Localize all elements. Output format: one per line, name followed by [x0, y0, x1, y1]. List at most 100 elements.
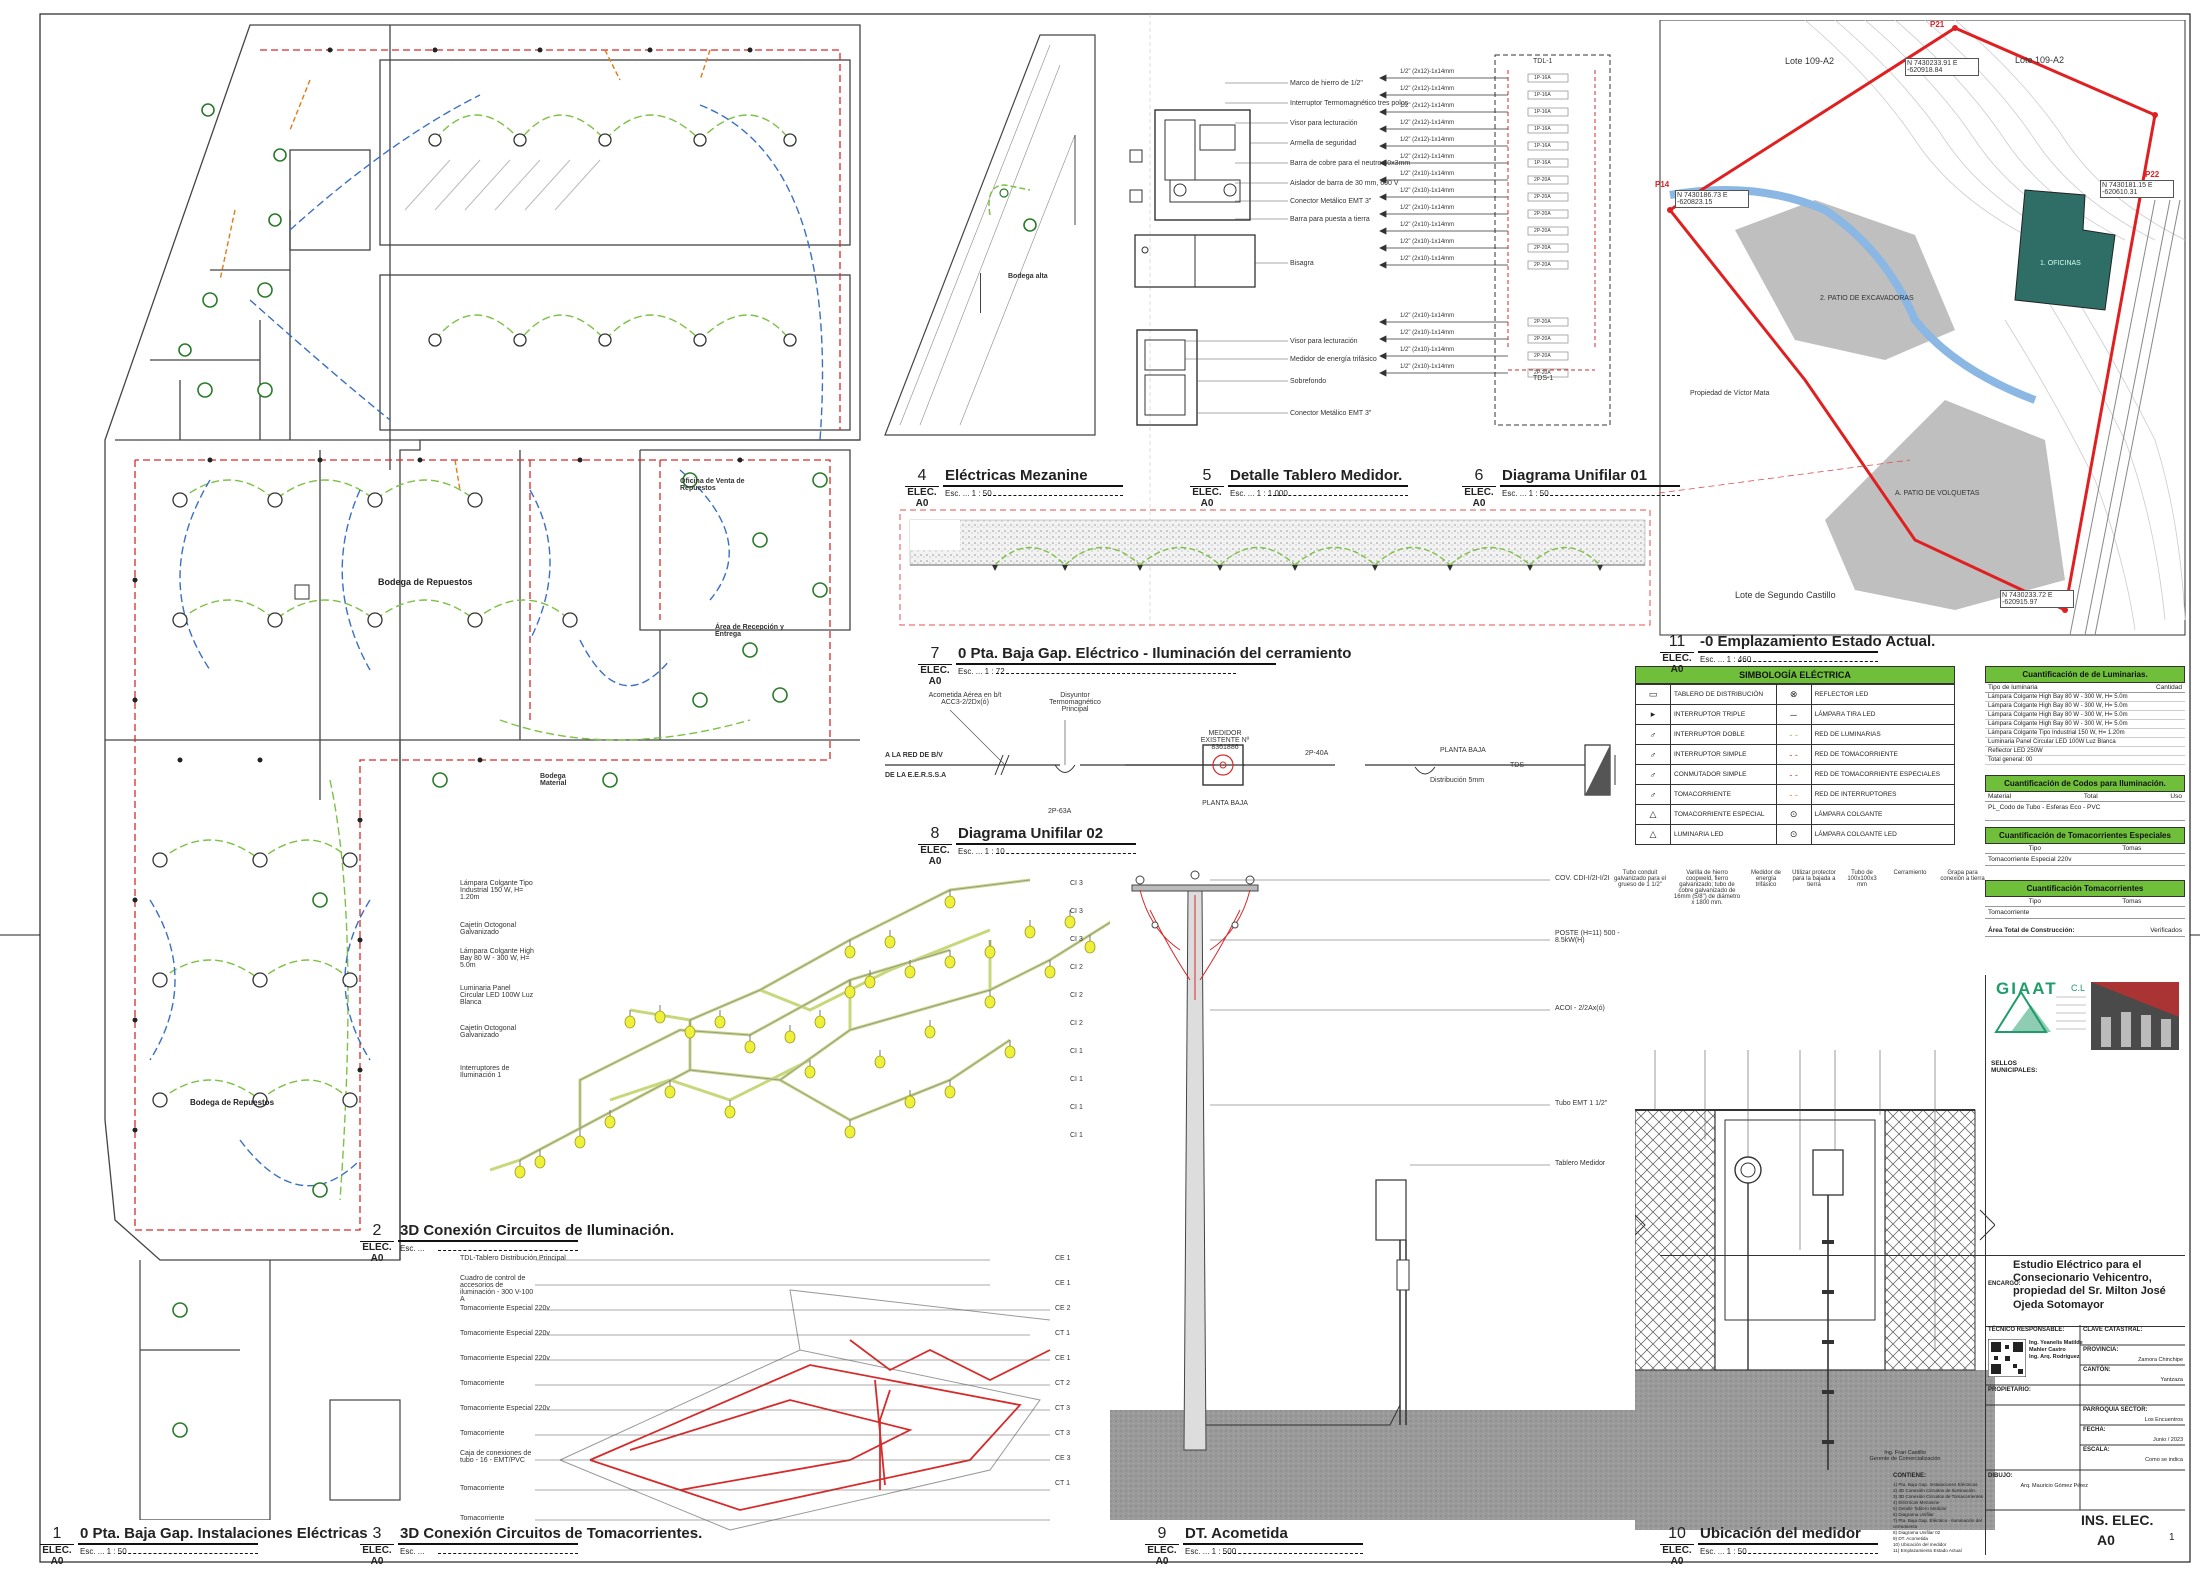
logo-graphic [1994, 982, 2179, 1050]
perimeter-reflector [1597, 565, 1603, 571]
sheet-ref: ELEC. A0 [1464, 486, 1494, 509]
pendant-lamp [1084, 940, 1096, 954]
title-rule [398, 1240, 578, 1242]
legend-symbol-icon: ♂ [1635, 724, 1671, 745]
single-line-diagram-8 [885, 709, 1335, 786]
coord-label: N 7430181.15 E -620610.31 [2100, 180, 2174, 198]
field-label: PROPIETARIO: [1988, 1387, 2031, 1393]
circuit-tag: CI 1 [1070, 1076, 1083, 1083]
view-number-value: 2 [360, 1222, 394, 1242]
legend-item: TABLERO DE DISTRIBUCIÓN [1670, 684, 1777, 705]
luminaire-row: Lámpara Colgante High Bay 80 W - 300 W, … [1985, 702, 2185, 711]
circuit-tag: CT 1 [1055, 1480, 1071, 1487]
acometida-detail-9 [1110, 870, 1640, 1520]
field-label: DIBUJO: [1988, 1473, 2013, 1479]
breaker-label: 2P-63A [1048, 808, 1072, 815]
title-rule-dashed [1738, 1553, 1878, 1554]
3d-lighting-labels: Lámpara Colgante Tipo Industrial 150 W, … [430, 860, 1130, 1200]
view-number-value: 5 [1190, 467, 1224, 487]
callout: Barra de cobre para el neutro 30x3mm [1290, 160, 1411, 167]
circuit-cable: 1/2" (2x12)-1x14mm [1400, 154, 1455, 160]
luminaire-row: Luminaria Panel Circular LED 100W Luz Bl… [1985, 738, 2185, 747]
logo-sub: C.L [2071, 983, 2086, 993]
electrical-legend: SIMBOLOGÍA ELÉCTRICA ▭TABLERO DE DISTRIB… [1635, 666, 1956, 845]
col-header: Tipo [2028, 845, 2042, 852]
circuit-cable: 1/2" (2x10)-1x14mm [1400, 347, 1455, 353]
circuit-tag: CT 3 [1055, 1430, 1071, 1437]
callout: Visor para lecturación [1290, 338, 1358, 345]
company-logo: GIAAT C.L [1991, 977, 2181, 1055]
view-name: 3D Conexión Circuitos de Tomacorrientes. [400, 1525, 703, 1542]
title-rule-dashed [1540, 495, 1680, 496]
title-rule-dashed [996, 673, 1236, 674]
tecnico-line: Ing. Arq. Rodriguez [2029, 1354, 2080, 1361]
area-label: A. PATIO DE VOLQUETAS [1895, 490, 1980, 497]
view-scale: Esc. ... 1 : 10 [958, 847, 1005, 856]
col-header: Tomas [2122, 845, 2142, 852]
title-rule-dashed [118, 1553, 258, 1554]
field-label: ESCALA: [2083, 1447, 2110, 1453]
ducts-quant-title: Cuantificación de Codos para Iluminación… [1985, 775, 2185, 792]
pendant-lamp [924, 1025, 936, 1039]
contenido-label: CONTIENE: [1893, 1473, 1926, 1479]
circuit-breaker: 2P-20A [1534, 262, 1551, 268]
title-rule [398, 1543, 578, 1545]
pendant-lamp [864, 975, 876, 989]
col-header: Tipo de luminaria [1988, 684, 2038, 691]
circuit-breaker: 2P-20A [1534, 228, 1551, 234]
field-value: Junio / 2023 [2153, 1437, 2183, 1443]
mezzanine-room-label: Bodega alta [1008, 273, 1048, 280]
callout: Armella de seguridad [1290, 140, 1357, 147]
sello-label: SELLOS MUNICIPALES: [1991, 1060, 2038, 1074]
callout: Bisagra [1290, 260, 1314, 267]
col-header: Tomas [2122, 898, 2142, 905]
sheet-code-block: INS. ELEC. A0 1 [2081, 1510, 2181, 1556]
callout: Visor para lecturación [1290, 120, 1358, 127]
circuit-tag: CE 2 [1055, 1305, 1071, 1312]
title-rule [1183, 1543, 1363, 1545]
sheet-ref: ELEC. A0 [1662, 1544, 1692, 1567]
callout: Tubo conduit galvanizado para el grueso … [1613, 870, 1667, 888]
sheet-ref: ELEC. A0 [1662, 652, 1692, 675]
legend-symbol-icon: - - [1775, 724, 1812, 745]
pendant-lamp [574, 1135, 586, 1149]
legend-item: TOMACORRIENTE ESPECIAL [1670, 804, 1777, 825]
quantification-tables: Cuantificación de de Luminarias. Tipo de… [1985, 666, 2185, 937]
mezzanine-view-4 [884, 34, 1096, 436]
contenido-block: Ing. Fran Castillo Gerente de Comerciali… [1660, 1325, 1985, 1560]
field-value: Yantzaza [2160, 1377, 2183, 1383]
view-number-value: 3 [360, 1525, 394, 1545]
pendant-lamp [944, 1085, 956, 1099]
view-scale: Esc. ... 1 : 50 [945, 489, 992, 498]
legend-item: RED DE TOMACORRIENTE ESPECIALES [1810, 764, 1956, 785]
circuit-tag: CE 1 [1055, 1255, 1071, 1262]
breaker-label: 2P-40A [1305, 750, 1329, 757]
pendant-lamp [514, 1165, 526, 1179]
view-scale: Esc. ... [400, 1547, 425, 1556]
view-name: DT. Acometida [1185, 1525, 1288, 1542]
callout: Tablero Medidor [1555, 1160, 1606, 1167]
component-label: Lámpara Colgante High Bay 80 W - 300 W, … [460, 948, 534, 969]
coord-label: N 7430186.73 E -620823.15 [1675, 190, 1749, 208]
title-rule [78, 1543, 258, 1545]
pendant-lamp [804, 1065, 816, 1079]
view-name: Detalle Tablero Medidor. [1230, 467, 1403, 484]
single-line-diagram-8b [1365, 744, 1616, 796]
title-rule-dashed [1268, 495, 1408, 496]
luminaire-row: Lámpara Colgante Tipo Industrial 150 W, … [1985, 729, 2185, 738]
view-scale: Esc. ... 1 : 50 [1700, 1547, 1747, 1556]
view-name: 0 Pta. Baja Gap. Instalaciones Eléctrica… [80, 1525, 368, 1542]
3d-outlet-labels: TDL-Tablero Distribución Principal Cuadr… [430, 1230, 1130, 1540]
special-quant-title: Cuantificación de Tomacorrientes Especia… [1985, 827, 2185, 844]
legend-item: LÁMPARA TIRA LED [1810, 704, 1956, 725]
component-label: Tomacorriente Especial 220v [460, 1355, 550, 1362]
field-value: Zamora Chinchipe [2138, 1357, 2183, 1363]
